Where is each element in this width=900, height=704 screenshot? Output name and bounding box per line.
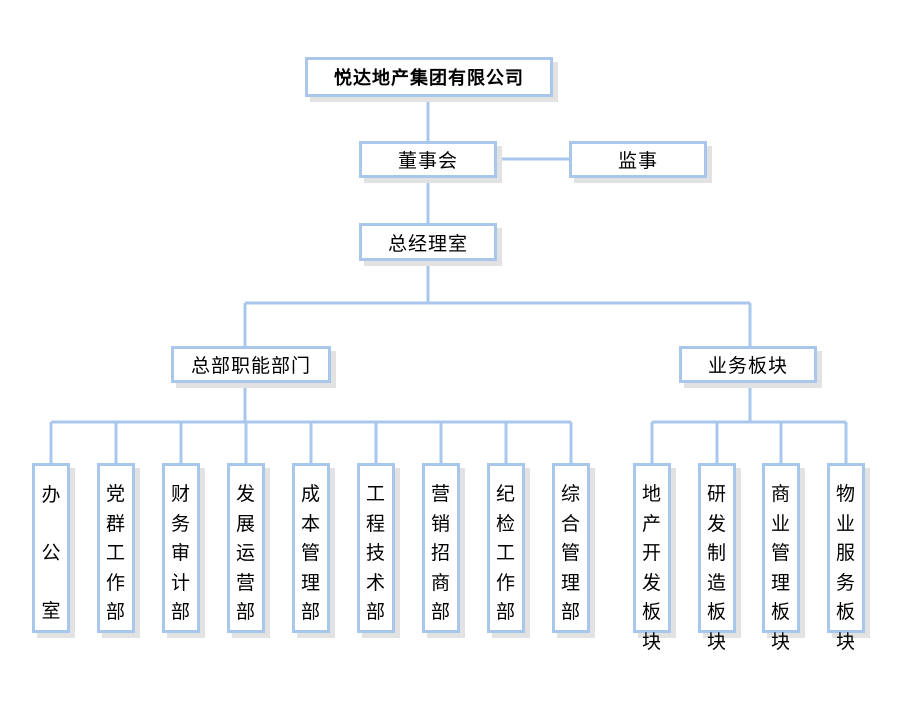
division-label: 研发制造板块 [706,483,727,653]
gm-office-node: 总经理室 [359,223,497,261]
board-label: 董事会 [397,150,458,172]
dept-node-discipline: 纪检工作部 [487,463,525,633]
division-label: 商业管理板块 [770,483,791,653]
dept-node-cost: 成本管理部 [292,463,330,633]
dept-label: 综合管理部 [560,483,581,623]
dept-node-finance: 财务审计部 [162,463,200,633]
company-node: 悦达地产集团有限公司 [305,57,553,97]
hq-functions-label: 总部职能部门 [190,355,311,377]
dept-label: 纪检工作部 [495,483,516,623]
dept-label: 党群工作部 [105,483,126,623]
division-node-property: 物业服务板块 [827,463,865,653]
division-node-real-estate: 地产开发板块 [633,463,671,653]
dept-label: 工程技术部 [365,483,386,623]
hq-functions-node: 总部职能部门 [171,346,331,383]
gm-office-label: 总经理室 [387,232,468,255]
dept-node-party: 党群工作部 [97,463,135,633]
business-units-label: 业务板块 [707,355,788,377]
supervisor-label: 监事 [617,150,658,172]
dept-label: 办公室 [41,484,61,622]
dept-node-engineering: 工程技术部 [357,463,395,633]
dept-label: 营销招商部 [430,483,451,623]
division-node-rnd: 研发制造板块 [698,463,736,653]
dept-node-marketing: 营销招商部 [422,463,460,633]
dept-node-general: 综合管理部 [552,463,590,633]
dept-label: 成本管理部 [300,483,321,623]
division-label: 物业服务板块 [835,483,856,653]
dept-label: 发展运营部 [235,483,256,623]
dept-label: 财务审计部 [170,483,191,623]
dept-node-development: 发展运营部 [227,463,265,633]
company-label: 悦达地产集团有限公司 [334,68,524,89]
division-node-commercial: 商业管理板块 [762,463,800,653]
supervisor-node: 监事 [569,141,707,178]
division-label: 地产开发板块 [641,483,662,653]
dept-node-office: 办公室 [32,463,70,633]
business-units-node: 业务板块 [679,346,817,383]
board-node: 董事会 [359,141,497,178]
